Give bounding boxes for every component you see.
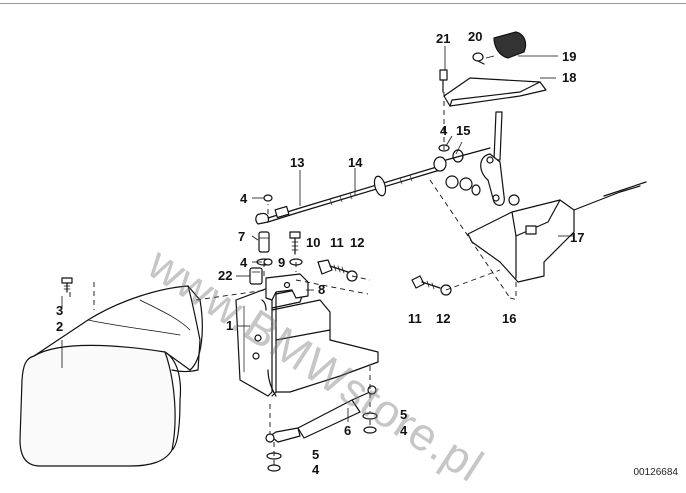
callout-17: 17 — [570, 230, 585, 245]
callout-20: 20 — [468, 29, 483, 44]
part-8-clip — [265, 273, 309, 301]
part-4-washer-e — [267, 464, 281, 472]
part-shift-boot — [19, 285, 203, 467]
part-19-knob — [493, 31, 527, 59]
part-14-rod — [299, 165, 441, 213]
callout-4-top: 4 — [440, 123, 448, 138]
part-22-sleeve — [249, 267, 263, 285]
callout-12-left: 12 — [350, 235, 365, 250]
part-18-gate — [443, 77, 547, 107]
part-6-gas-spring — [265, 385, 377, 443]
callout-1: 1 — [226, 318, 234, 333]
callout-7: 7 — [238, 229, 246, 244]
callout-4-right: 4 — [400, 423, 408, 438]
callout-21: 21 — [436, 31, 451, 46]
callout-4-left: 4 — [240, 191, 248, 206]
part-11-12-bolt-right — [411, 275, 452, 296]
top-rule — [0, 3, 686, 4]
callout-11-left: 11 — [330, 235, 344, 250]
part-3-screw — [61, 277, 73, 293]
part-shift-lever — [480, 111, 520, 206]
callout-4-bottom: 4 — [312, 462, 320, 477]
callout-22: 22 — [218, 268, 233, 283]
callout-8: 8 — [318, 282, 326, 297]
callout-13: 13 — [290, 155, 305, 170]
callout-10: 10 — [306, 235, 321, 250]
part-4-washer-d — [363, 426, 377, 434]
part-4-nut-a — [263, 194, 273, 202]
callout-16: 16 — [502, 311, 517, 326]
callout-18: 18 — [562, 70, 577, 85]
part-17-housing — [467, 181, 647, 283]
part-10-screw — [289, 231, 303, 266]
callout-15: 15 — [456, 123, 471, 138]
callout-5-right: 5 — [400, 407, 408, 422]
callout-14: 14 — [348, 155, 363, 170]
part-20-screw — [472, 52, 485, 65]
callout-11-right: 11 — [408, 311, 422, 326]
callout-12-right: 12 — [436, 311, 451, 326]
callout-19: 19 — [562, 49, 577, 64]
callout-6: 6 — [344, 423, 352, 438]
callout-9: 9 — [278, 255, 286, 270]
part-15-joint — [433, 147, 491, 196]
callout-3: 3 — [56, 303, 64, 318]
part-11-12-bolt-left — [317, 259, 358, 282]
part-4-nut-b — [263, 258, 273, 266]
part-13-joint — [255, 205, 301, 225]
callout-5-bottom: 5 — [312, 447, 320, 462]
callout-2: 2 — [56, 319, 64, 334]
callout-4-mid: 4 — [240, 255, 248, 270]
part-21-pin — [439, 69, 448, 93]
part-5-washer-a — [362, 412, 378, 420]
catalog-code: 00126684 — [633, 467, 679, 478]
